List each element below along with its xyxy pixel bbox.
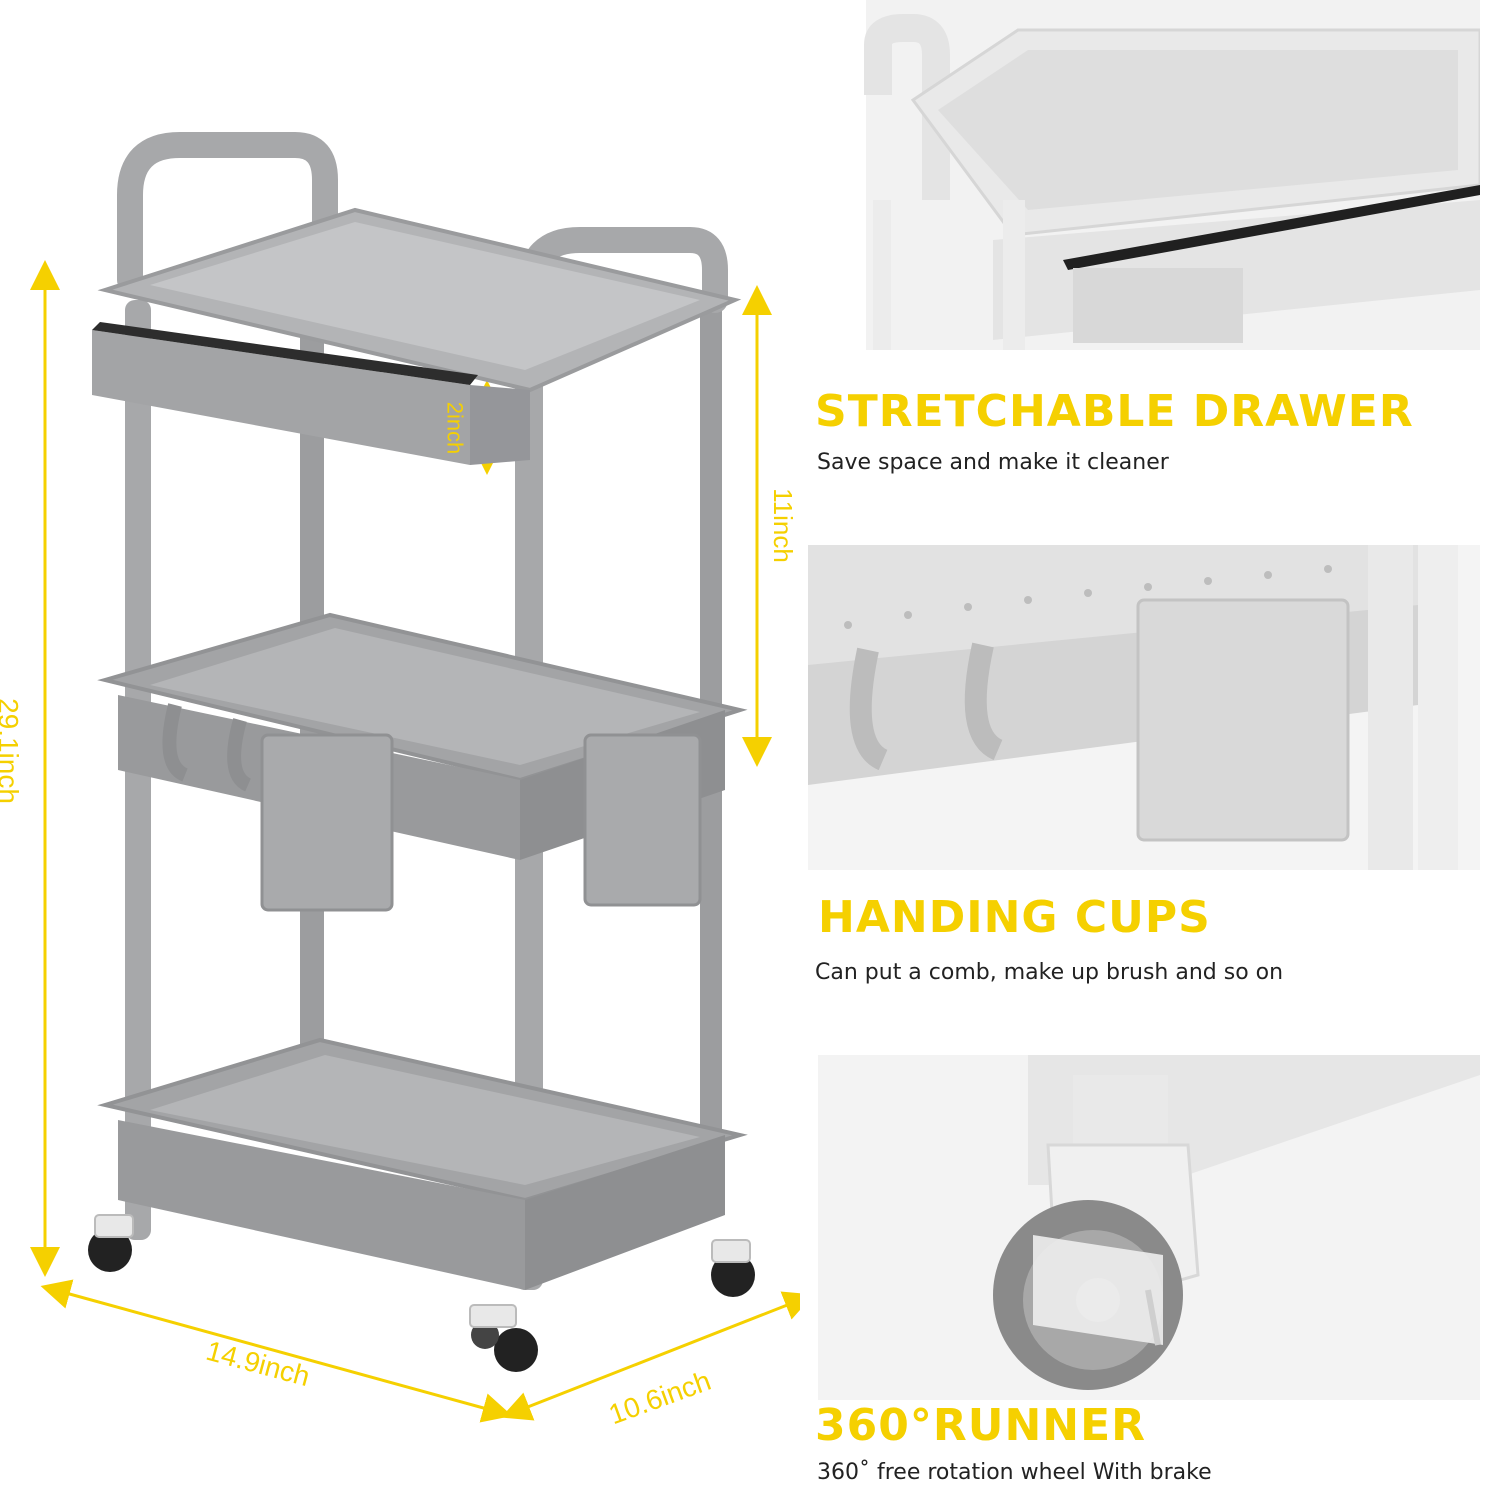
cups-photo: [808, 545, 1480, 870]
feature-desc-drawer: Save space and make it cleaner: [817, 450, 1169, 475]
depth-arrow: [501, 1291, 800, 1421]
feature-title-wheel: 360°RUNNER: [815, 1400, 1147, 1451]
tier-gap-label: 11inch: [767, 488, 798, 563]
drawer-photo: [818, 0, 1480, 360]
height-label: 29.1inch: [0, 698, 24, 804]
feature-title-drawer: STRETCHABLE DRAWER: [815, 386, 1414, 437]
feature-desc-cups: Can put a comb, make up brush and so on: [815, 960, 1284, 985]
feature-desc-wheel: 360˚ free rotation wheel With brake: [817, 1460, 1212, 1485]
feature-title-cups: HANDING CUPS: [818, 892, 1211, 943]
drawer-depth-label: 2inch: [442, 401, 468, 455]
width-arrow: [40, 1279, 513, 1423]
cart-illustration: [30, 132, 800, 1423]
wheel-photo: [818, 1055, 1480, 1405]
